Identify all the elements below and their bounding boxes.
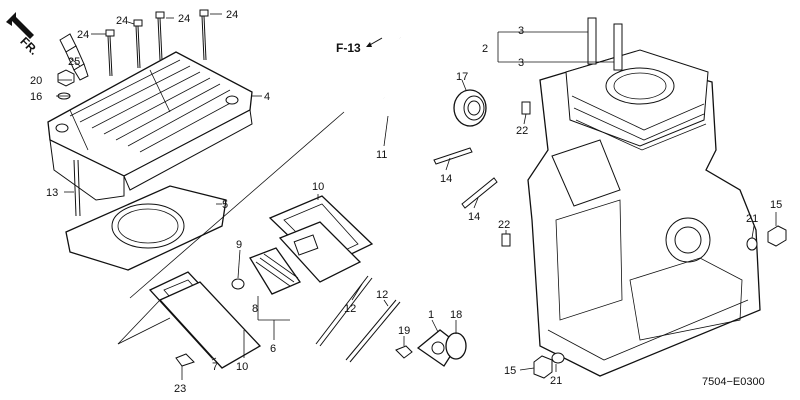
- callout-20: 20: [30, 75, 42, 87]
- callout-7: 7: [212, 361, 218, 373]
- callout-24: 24: [178, 13, 190, 25]
- callout-23: 23: [174, 383, 186, 395]
- small-bolt: [395, 345, 413, 359]
- callout-21: 21: [550, 375, 562, 387]
- stud-bolt: [73, 159, 81, 217]
- oil-seal: [453, 89, 487, 127]
- callout-22: 22: [498, 219, 510, 231]
- o-ring: [445, 332, 467, 360]
- spark-plug: [59, 33, 89, 81]
- sealing-washer: [551, 352, 565, 364]
- stud: [461, 177, 498, 209]
- head-bolt: [155, 11, 165, 61]
- callout-24: 24: [77, 29, 89, 41]
- leader-lines: [56, 13, 777, 380]
- through-bolt: [345, 299, 401, 363]
- head-bolt: [133, 19, 143, 69]
- collar: [231, 278, 245, 290]
- callout-4: 4: [264, 91, 270, 103]
- callout-10: 10: [312, 181, 324, 193]
- head-bolt: [105, 29, 115, 77]
- callout-24: 24: [226, 9, 238, 21]
- cylinder-barrel-crankcase: [527, 17, 761, 377]
- drain-bolt: [767, 225, 787, 247]
- callout-21: 21: [746, 213, 758, 225]
- callout-22: 22: [516, 125, 528, 137]
- callout-17: 17: [456, 71, 468, 83]
- cylinder-head: [47, 51, 253, 201]
- callout-18: 18: [450, 309, 462, 321]
- flange-nut: [57, 69, 75, 87]
- callout-5: 5: [222, 199, 228, 211]
- reference-arrow-icon: [366, 37, 383, 47]
- callout-11: 11: [376, 149, 387, 161]
- diagram-code: 7504−E0300: [702, 376, 765, 388]
- callout-24: 24: [116, 15, 128, 27]
- callout-15: 15: [770, 199, 782, 211]
- callout-14: 14: [468, 211, 480, 223]
- callout-19: 19: [398, 325, 410, 337]
- sealing-washer: [746, 237, 758, 251]
- drain-bolt: [533, 355, 553, 379]
- callout-10: 10: [236, 361, 248, 373]
- head-bolt: [199, 9, 209, 61]
- flange-bolt: [175, 353, 195, 367]
- valve-plate: [278, 221, 362, 283]
- callout-9: 9: [236, 239, 242, 251]
- callout-12: 12: [376, 289, 388, 301]
- breather-tube: [348, 37, 433, 124]
- reference-label: F-13: [336, 41, 361, 55]
- callout-numbers: 25 24 24 24 24 20 16 4 13 5 11 17 3 2 3 …: [30, 9, 782, 395]
- callout-25: 25: [68, 56, 80, 68]
- callout-3: 3: [518, 25, 524, 37]
- filter-screen: [249, 247, 301, 295]
- dowel-pin: [501, 233, 511, 247]
- through-bolt: [315, 275, 373, 347]
- stud: [433, 147, 473, 165]
- dowel-pin: [521, 101, 531, 115]
- callout-2: 2: [482, 43, 488, 55]
- callout-1: 1: [428, 309, 434, 321]
- callout-16: 16: [30, 91, 42, 103]
- callout-13: 13: [46, 187, 58, 199]
- callout-6: 6: [270, 343, 276, 355]
- callout-14: 14: [440, 173, 452, 185]
- cover-plate: [158, 281, 262, 369]
- front-direction-arrow-icon: [6, 12, 34, 39]
- callout-3: 3: [518, 57, 524, 69]
- callout-15: 15: [504, 365, 516, 377]
- callout-8: 8: [252, 303, 258, 315]
- callout-12: 12: [344, 303, 356, 315]
- front-direction-label: FR.: [17, 34, 41, 58]
- cylinder-head-gasket: [65, 185, 227, 271]
